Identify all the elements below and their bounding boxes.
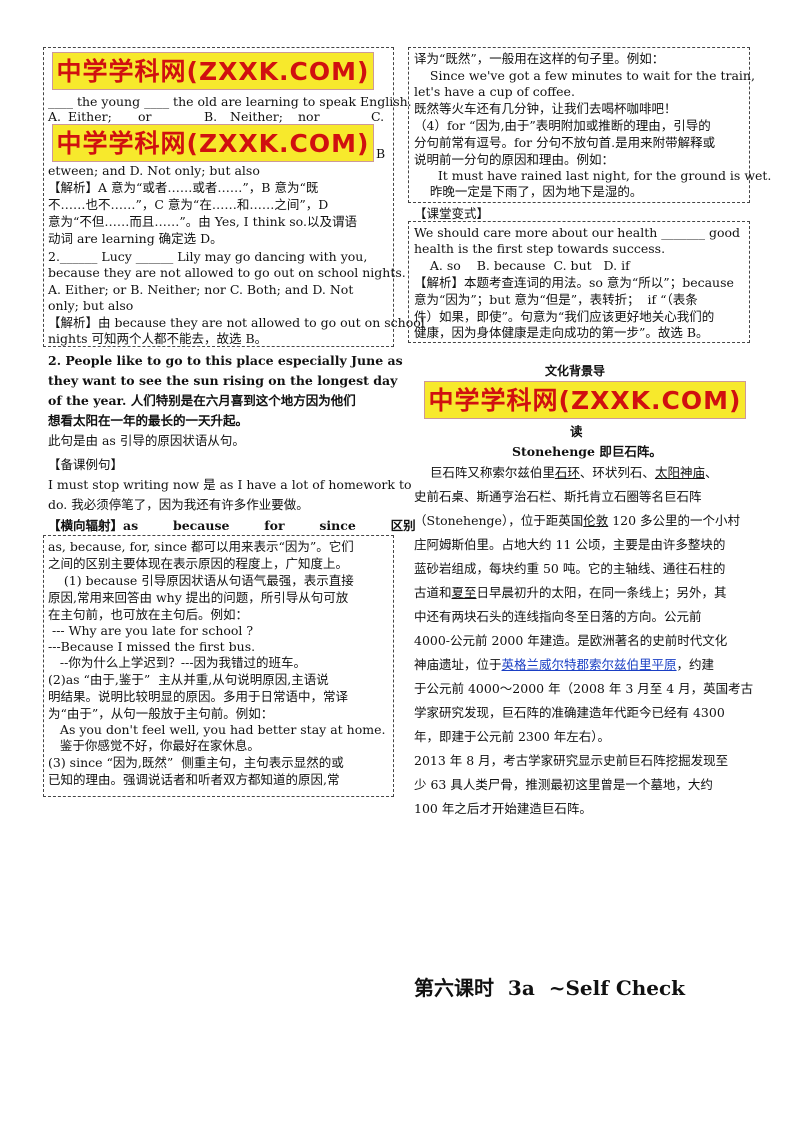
- box3-line-5: （4）for “因为,由于”表明附加或推断的理由，引导的: [414, 118, 711, 133]
- drill-line-5: 意为“因为”；but 意为“但是”，表转折； if “（表条: [414, 292, 698, 307]
- drill-line-7: 健康，因为身体健康是走向成功的第一步”。故选 B。: [414, 325, 709, 340]
- q2-options-2: only; but also: [48, 298, 134, 313]
- para1-line-11: 学家研究发现，巨石阵的准确建造年代距今已经有 4300: [414, 705, 725, 720]
- drill-box: [408, 221, 750, 343]
- drill-line-2: health is the first step towards success…: [414, 241, 666, 256]
- para1-line-9: 神庙遗址，位于英格兰威尔特郡索尔兹伯里平原，约建: [414, 657, 715, 672]
- box2-line-6: --- Why are you late for school ?: [48, 623, 254, 638]
- drill-line-6: 件）如果，即使”。句意为“我们应该更好地关心我们的: [414, 309, 715, 324]
- q2-stem-1: 2.______ Lucy ______ Lily may go dancing…: [48, 249, 368, 264]
- radiation-heading: 【横向辐射】as because for since 区别: [48, 518, 416, 533]
- box2-line-5: 在主句前，也可放在主句后。例如：: [48, 607, 249, 622]
- box2-line-14: (3) since “因为,既然” 侧重主句，主句表示显然的或: [48, 755, 344, 770]
- box2-line-7: ---Because I missed the first bus.: [48, 639, 256, 654]
- q1-explanation-4: 动词 are learning 确定选 D。: [48, 231, 223, 246]
- q1-explanation-3: 意为“不但……而且……”。由 Yes, I think so.以及谓语: [48, 214, 357, 229]
- watermark-logo-2: 中学学科网(ZXXK.COM): [52, 124, 374, 162]
- para1-line-6: 古道和夏至日早晨初升的太阳，在同一条线上；另外，其: [414, 585, 727, 600]
- drill-line-3: A. so B. because C. but D. if: [414, 258, 630, 273]
- para1-line-4: 庄阿姆斯伯里。占地大约 11 公顷，主要是由许多整块的: [414, 537, 726, 552]
- box2-line-13: 鉴于你感觉不好，你最好在家休息。: [48, 738, 260, 753]
- example-line-2: do. 我必须停笔了，因为我还有许多作业要做。: [48, 497, 309, 512]
- box2-line-15: 已知的理由。强调说话者和听者双方都知道的原因,常: [48, 772, 340, 787]
- q2-options-1: A. Either; or B. Neither; nor C. Both; a…: [48, 282, 354, 297]
- culture-heading: 文化背景导: [545, 364, 606, 378]
- q2-stem-2: because they are not allowed to go out o…: [48, 265, 406, 280]
- q1-option-a: A. Either; or B. Neither; nor C.: [48, 109, 385, 124]
- box3-line-6: 分句前常有逗号。for 分句不放句首.是用来附带解释或: [414, 135, 716, 150]
- box2-line-11: 为“由于”，从句一般放于主句前。例如：: [48, 706, 274, 721]
- para1-line-2: 史前石桌、斯通亨治石栏、斯托肯立石圈等名巨石阵: [414, 489, 702, 504]
- para1-line-3: （Stonehenge），位于距英国伦敦 120 多公里的一个小村: [414, 513, 741, 528]
- box2-line-9: (2)as “由于,鉴于” 主从并重,从句说明原因,主语说: [48, 672, 329, 687]
- exercise-box-1: [43, 47, 394, 347]
- box2-line-3: (1) because 引导原因状语从句语气最强，表示直接: [48, 573, 354, 588]
- box3-line-4: 既然等火车还有几分钟，让我们去喝杯咖啡吧！: [414, 101, 677, 116]
- box3-line-3: let's have a cup of coffee.: [414, 84, 575, 99]
- para1-line-1: 巨石阵又称索尔兹伯里石环、环状列石、太阳神庙、: [414, 465, 718, 480]
- q2-explanation-1: 【解析】由 because they are not allowed to go…: [48, 315, 425, 330]
- drill-line-1: We should care more about our health ___…: [414, 225, 741, 240]
- lesson-title: 第六课时 3a ~Self Check: [414, 976, 686, 1000]
- link-salisbury-plain[interactable]: 索尔兹伯里平原: [589, 657, 677, 672]
- point-2-line-3: of the year. 人们特别是在六月喜到这个地方因为他们: [48, 393, 356, 408]
- q1-option-cont: etween; and D. Not only; but also: [48, 163, 260, 178]
- drill-line-4: 【解析】本题考查连词的用法。so 意为“所以”；because: [414, 275, 734, 290]
- watermark-logo-1: 中学学科网(ZXXK.COM): [52, 52, 374, 90]
- box2-line-4: 原因,常用来回答由 why 提出的问题，所引导从句可放: [48, 590, 349, 605]
- watermark-logo-3: 中学学科网(ZXXK.COM): [424, 381, 746, 419]
- drill-heading: 【课堂变式】: [414, 206, 490, 221]
- box3-line-9: 昨晚一定是下雨了，因为地下是湿的。: [414, 184, 643, 199]
- point-2-line-1: 2. People like to go to this place espec…: [48, 353, 403, 368]
- example-heading: 【备课例句】: [48, 457, 124, 472]
- box3-line-8: It must have rained last night, for the …: [414, 168, 772, 183]
- stonehenge-title: Stonehenge 即巨石阵。: [512, 444, 662, 459]
- point-2-line-4: 想看太阳在一年的最长的一天升起。: [48, 413, 249, 428]
- box2-line-8: --你为什么上学迟到？---因为我错过的班车。: [48, 655, 307, 670]
- para1-line-8: 4000-公元前 2000 年建造。是欧洲著名的史前时代文化: [414, 633, 728, 648]
- box2-line-12: As you don't feel well, you had better s…: [48, 722, 386, 737]
- example-line-1: I must stop writing now 是 as I have a lo…: [48, 477, 412, 492]
- box3-line-1: 译为“既然”，一般用在这样的句子里。例如：: [414, 51, 665, 66]
- point-2-line-2: they want to see the sun rising on the l…: [48, 373, 398, 388]
- box2-line-10: 明结果。说明比较明显的原因。多用于日常语中，常译: [48, 689, 349, 704]
- culture-heading-2: 读: [570, 424, 583, 439]
- point-2-note: 此句是由 as 引导的原因状语从句。: [48, 433, 245, 448]
- q1-explanation-2: 不……也不……”，C 意为“在……和……之间”，D: [48, 197, 329, 212]
- para1-line-10: 于公元前 4000～2000 年（2008 年 3 月至 4 月，英国考古: [414, 681, 754, 696]
- para2-line-2: 少 63 具人类尸骨，推测最初这里曾是一个墓地，大约: [414, 777, 713, 792]
- explanation-box-3: [408, 47, 750, 203]
- q2-explanation-2: nights 可知两个人都不能去，故选 B。: [48, 331, 268, 346]
- box2-line-1: as, because, for, since 都可以用来表示“因为”。它们: [48, 539, 354, 554]
- link-wiltshire[interactable]: 英格兰威尔特郡: [501, 657, 590, 672]
- q1-stem: ____ the young ____ the old are learning…: [48, 94, 412, 109]
- box2-line-2: 之间的区别主要体现在表示原因的程度上，广知度上。: [48, 556, 349, 571]
- para2-line-3: 100 年之后才开始建造巨石阵。: [414, 801, 592, 816]
- para1-line-7: 中还有两块石头的连线指向冬至日落的方向。公元前: [414, 609, 702, 624]
- para1-line-12: 年，即建于公元前 2300 年左右）。: [414, 729, 611, 744]
- para1-line-5: 蓝砂岩组成，每块约重 50 吨。它的主轴线、通往石柱的: [414, 561, 726, 576]
- q1-fragment: B: [376, 146, 386, 161]
- q1-explanation-1: 【解析】A 意为“或者……或者……”，B 意为“既: [48, 180, 319, 195]
- box3-line-7: 说明前一分句的原因和理由。例如：: [414, 152, 615, 167]
- para2-line-1: 2013 年 8 月，考古学家研究显示史前巨石阵挖掘发现至: [414, 753, 729, 768]
- explanation-box-2: [43, 535, 394, 797]
- box3-line-2: Since we've got a few minutes to wait fo…: [414, 68, 755, 83]
